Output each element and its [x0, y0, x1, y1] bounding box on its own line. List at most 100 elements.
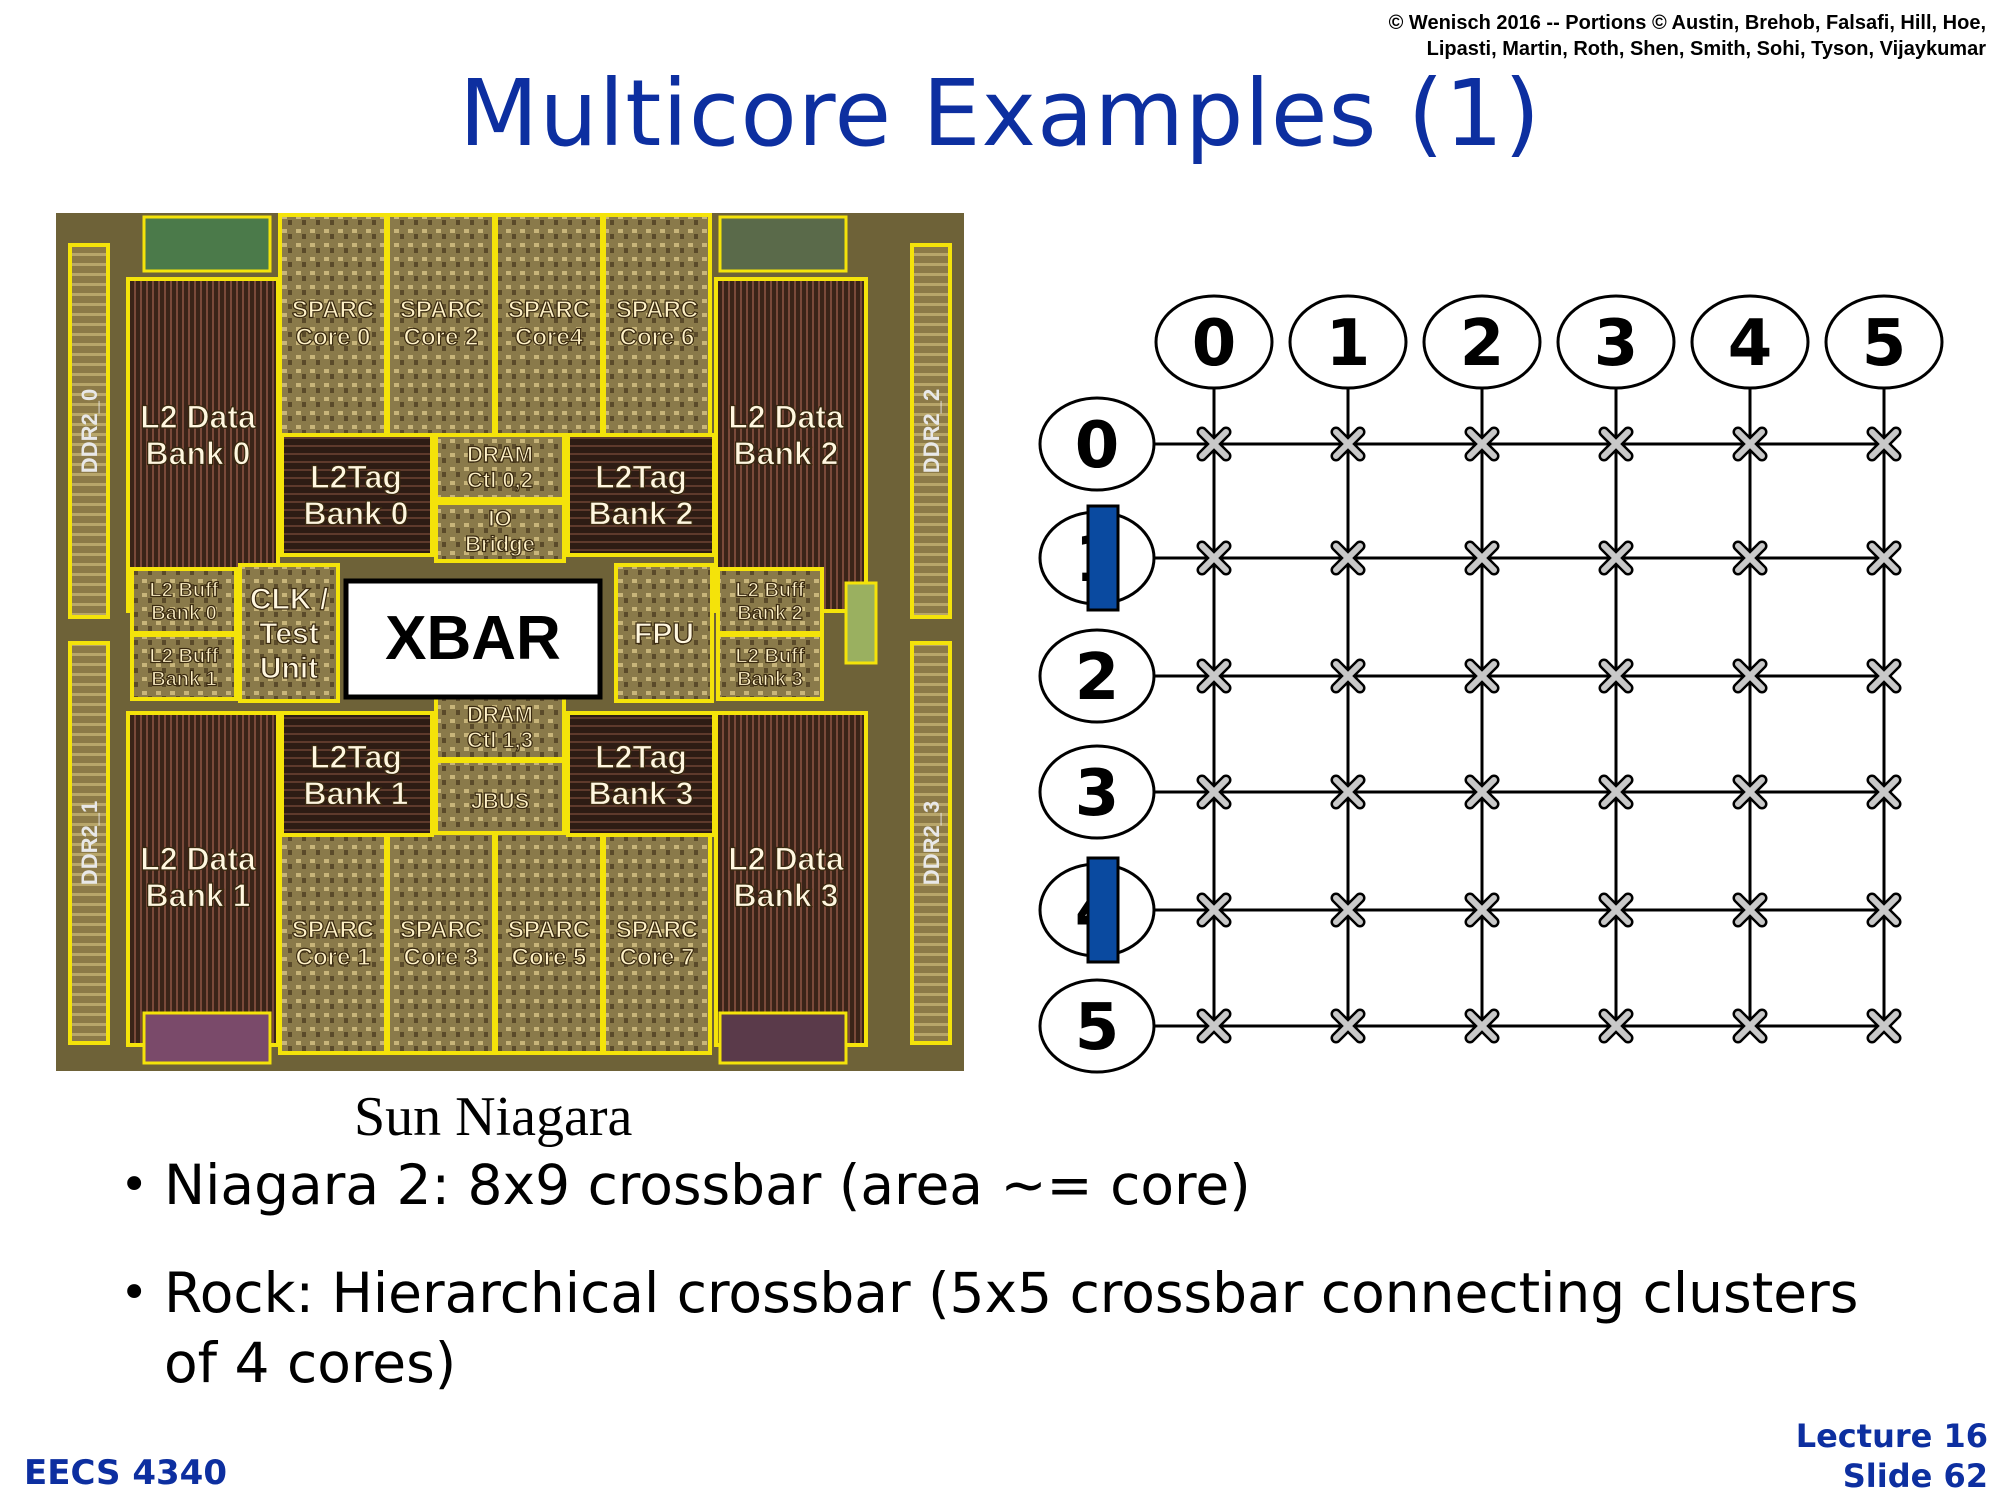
ddr-label: DDR2_2	[919, 389, 944, 473]
io-label: IO	[488, 506, 511, 531]
core-label: Core 0	[296, 324, 371, 351]
sparc-core	[602, 831, 712, 1055]
bullet-list: •Niagara 2: 8x9 crossbar (area ~= core) …	[120, 1150, 1920, 1436]
crosspoint-switch	[1196, 658, 1232, 694]
output-port-label: 4	[1728, 307, 1773, 381]
crosspoint-switch	[1732, 774, 1768, 810]
crosspoint-switch	[1866, 426, 1902, 462]
sparc-core	[602, 213, 712, 437]
l2-buff-bank-1	[130, 633, 238, 701]
core-label: SPARC	[616, 297, 698, 324]
input-port-circle	[1038, 744, 1156, 840]
io-label: Bridge	[465, 531, 535, 556]
output-port-circle	[1824, 294, 1944, 390]
core-label: SPARC	[400, 917, 482, 944]
ddr-strip	[68, 641, 110, 1045]
core-label: Core 3	[404, 944, 479, 971]
crosspoint-switch	[1866, 658, 1902, 694]
buff-label: Bank 3	[737, 669, 803, 691]
copyright-line-1: © Wenisch 2016 -- Portions © Austin, Bre…	[1388, 12, 1986, 34]
output-port-circle	[1422, 294, 1542, 390]
crosspoint-switch	[1732, 1008, 1768, 1044]
core-label: SPARC	[292, 917, 374, 944]
active-port-highlight	[1086, 856, 1120, 964]
jbus-label: JBUS	[471, 789, 530, 814]
crosspoint-switch	[1196, 774, 1232, 810]
crosspoint-switch	[1598, 540, 1634, 576]
l2-tag-label: Bank 2	[589, 496, 694, 532]
l2-tag-label: L2Tag	[310, 459, 402, 495]
fpu-label: FPU	[634, 618, 694, 651]
core-label: Core4	[515, 324, 584, 351]
l2-tag-label: Bank 0	[304, 496, 409, 532]
bullet-dot: •	[120, 1157, 149, 1213]
l2-buff-bank-2	[716, 567, 824, 635]
dram-label: DRAM	[467, 442, 533, 467]
bullet-text: Rock: Hierarchical crossbar (5x5 crossba…	[164, 1261, 1859, 1395]
slide-label: Slide 62	[1842, 1457, 1988, 1495]
output-port-label: 2	[1460, 307, 1505, 381]
output-port-label: 0	[1192, 307, 1237, 381]
misc-block	[844, 581, 878, 665]
crosspoint-switch	[1330, 774, 1366, 810]
crosspoint-switch	[1196, 540, 1232, 576]
crosspoint-switch	[1196, 1008, 1232, 1044]
core-label: Core 5	[512, 944, 587, 971]
l2-tag-bank-2	[566, 433, 716, 557]
buff-label: Bank 2	[737, 603, 803, 625]
crosspoint-switch	[1732, 658, 1768, 694]
core-label: Core 7	[620, 944, 695, 971]
buff-label: Bank 0	[151, 603, 217, 625]
l2-data-label: Bank 0	[146, 436, 251, 472]
output-port-circle	[1288, 294, 1408, 390]
bullet-item: •Niagara 2: 8x9 crossbar (area ~= core)	[120, 1150, 1920, 1220]
crosspoint-switch	[1598, 1008, 1634, 1044]
crosspoint-switch	[1866, 1008, 1902, 1044]
l2-data-label: L2 Data	[728, 841, 844, 877]
bullet-item: •Rock: Hierarchical crossbar (5x5 crossb…	[120, 1258, 1920, 1398]
l2-buff-bank-3	[716, 633, 824, 701]
l2-data-bank-3	[714, 711, 868, 1047]
crosspoint-switch	[1732, 892, 1768, 928]
clk-label: CLK /	[250, 583, 329, 616]
fpu	[614, 563, 714, 703]
core-label: Core 2	[404, 324, 479, 351]
crosspoint-switch	[1330, 658, 1366, 694]
ddr-strip	[910, 243, 952, 619]
buff-label: Bank 1	[151, 669, 217, 691]
core-label: Core 6	[620, 324, 695, 351]
l2-tag-label: L2Tag	[310, 739, 402, 775]
output-port-label: 1	[1326, 307, 1371, 381]
core-label: Core 1	[296, 944, 371, 971]
l2-data-label: L2 Data	[728, 399, 844, 435]
l2-tag-label: L2Tag	[595, 459, 687, 495]
core-label: SPARC	[508, 917, 590, 944]
crosspoint-switch	[1598, 892, 1634, 928]
l2-data-label: Bank 3	[734, 878, 839, 914]
ddr-strip	[910, 641, 952, 1045]
io-bridge	[434, 501, 566, 563]
crosspoint-switch	[1330, 540, 1366, 576]
input-port-label: 0	[1075, 409, 1120, 483]
buff-label: L2 Buff	[736, 580, 805, 602]
crosspoint-switch	[1464, 658, 1500, 694]
crosspoint-switch	[1196, 426, 1232, 462]
sparc-core	[278, 831, 388, 1055]
dram-label: Ctl 0,2	[467, 467, 533, 492]
copyright-notice: © Wenisch 2016 -- Portions © Austin, Bre…	[1389, 10, 1986, 62]
crosspoint-switch	[1866, 540, 1902, 576]
core-label: SPARC	[616, 917, 698, 944]
buff-label: L2 Buff	[150, 580, 219, 602]
top-io-strip	[142, 215, 272, 273]
l2-data-label: Bank 1	[146, 878, 251, 914]
ddr-label: DDR2_1	[77, 801, 102, 885]
input-port-circle	[1038, 978, 1156, 1074]
l2-tag-bank-1	[280, 711, 434, 837]
l2-data-label: L2 Data	[140, 399, 256, 435]
crosspoint-switch	[1866, 774, 1902, 810]
dram-label: Ctl 1,3	[467, 727, 533, 752]
output-port-circle	[1690, 294, 1810, 390]
slide-number: Lecture 16 Slide 62	[1796, 1416, 1988, 1496]
crossbar-diagram: 012345012345	[1030, 280, 1990, 1080]
sparc-core	[386, 213, 496, 437]
